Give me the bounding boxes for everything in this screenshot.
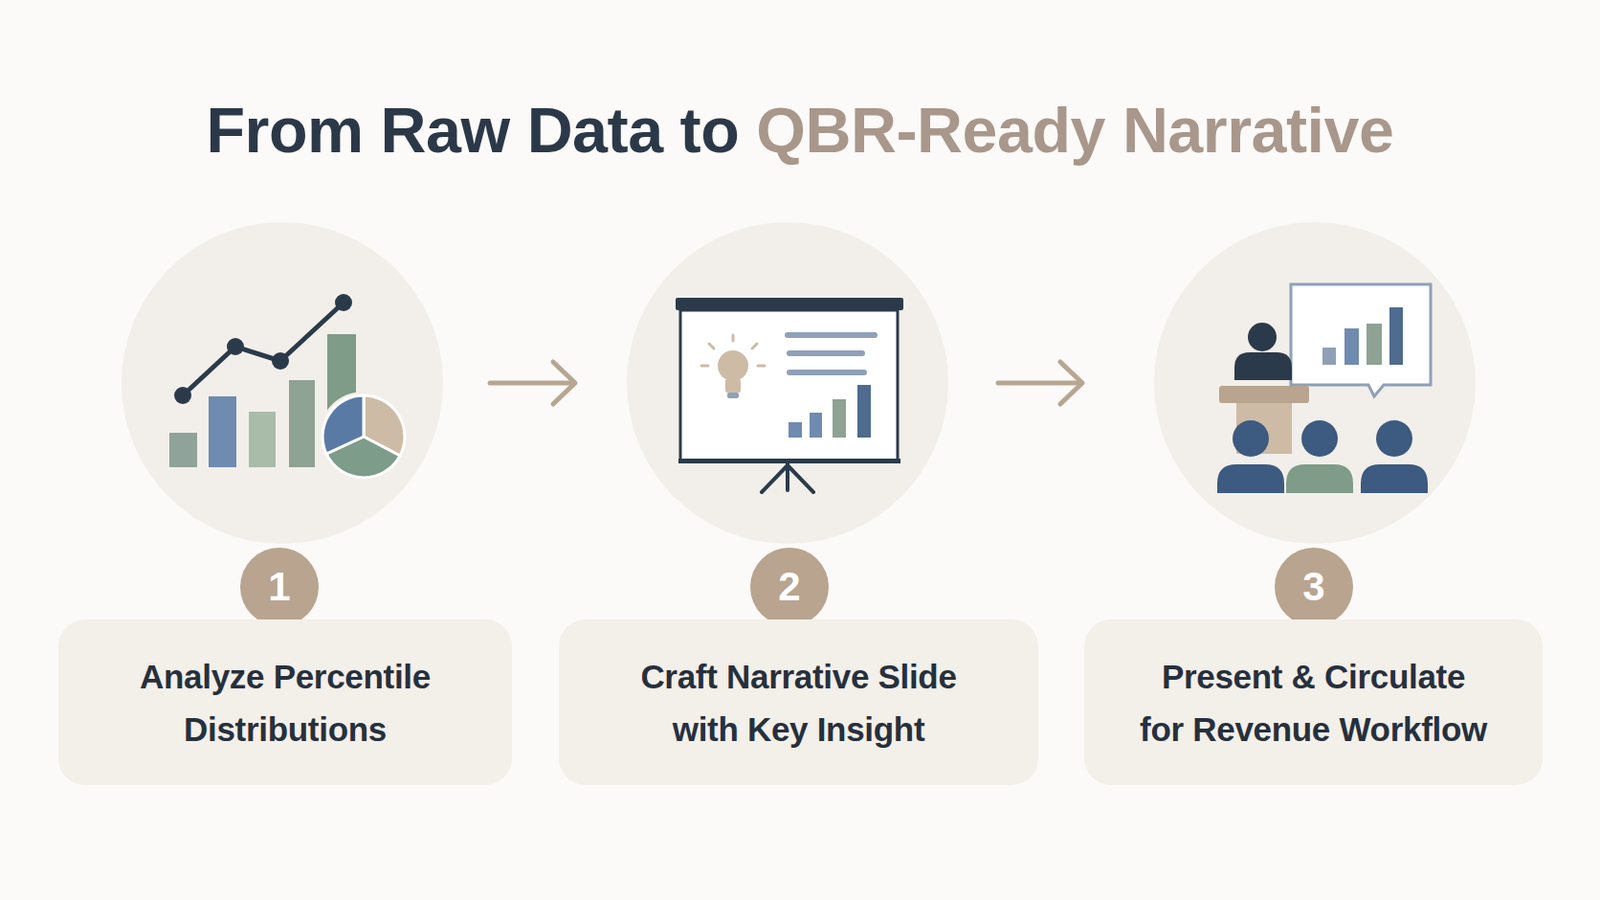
title-row: From Raw Data to QBR-Ready Narrative bbox=[0, 91, 1600, 169]
step-label: Present & Circulate for Revenue Workflow bbox=[1116, 649, 1511, 756]
flow-arrow bbox=[489, 361, 576, 404]
step-circle bbox=[626, 222, 949, 544]
step-number-badge: 1 bbox=[240, 547, 319, 626]
step-number: 3 bbox=[1302, 566, 1325, 607]
step-circle bbox=[1154, 222, 1476, 544]
step-number: 2 bbox=[777, 566, 800, 607]
flow-arrow bbox=[998, 361, 1083, 404]
diagram-title: From Raw Data to QBR-Ready Narrative bbox=[206, 91, 1395, 169]
chart-icon bbox=[169, 293, 409, 482]
step-number-badge: 3 bbox=[1274, 547, 1354, 626]
step-number: 1 bbox=[267, 566, 290, 607]
step-box: Craft Narrative Slide with Key Insight bbox=[558, 619, 1039, 785]
audience-icon bbox=[1217, 284, 1431, 493]
step-box: Analyze Percentile Distributions bbox=[58, 619, 512, 785]
step-circle bbox=[121, 222, 444, 544]
screen-icon bbox=[675, 297, 904, 492]
step-box: Present & Circulate for Revenue Workflow bbox=[1084, 619, 1543, 785]
step-label: Craft Narrative Slide with Key Insight bbox=[591, 649, 1006, 756]
step-label: Analyze Percentile Distributions bbox=[90, 649, 480, 756]
step-number-badge: 2 bbox=[750, 547, 829, 626]
